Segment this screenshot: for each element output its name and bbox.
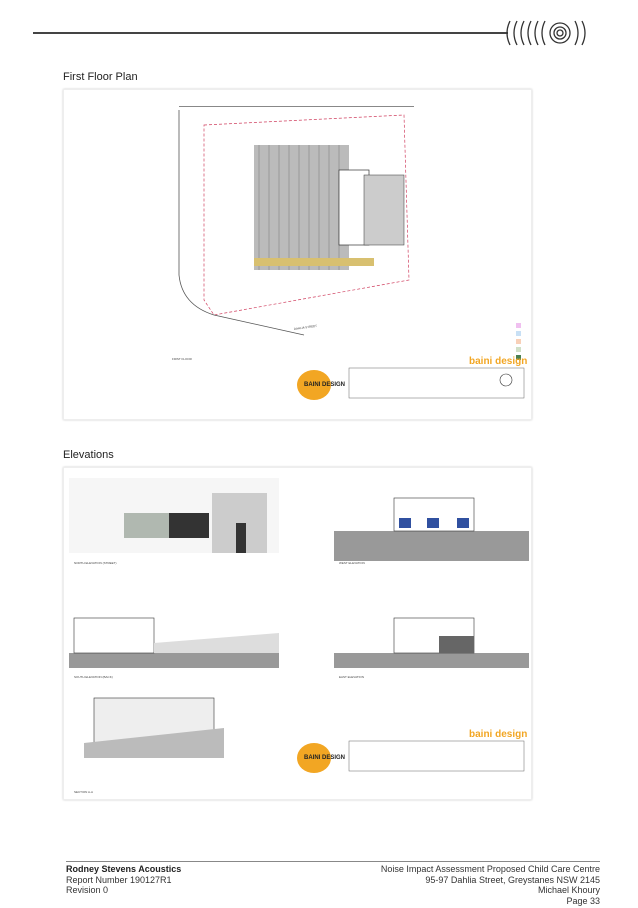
page-number: Page 33	[566, 895, 600, 906]
svg-text:NORTH ELEVATION (STREET): NORTH ELEVATION (STREET)	[74, 561, 117, 565]
svg-text:BAINI DESIGN: BAINI DESIGN	[304, 382, 345, 388]
section-aa: SECTION A-A	[74, 697, 224, 794]
svg-text:baini design: baini design	[469, 356, 527, 367]
stamp-logo	[297, 370, 331, 400]
company-logo-icon	[506, 20, 586, 46]
north-elevation: NORTH ELEVATION (STREET)	[69, 478, 279, 565]
svg-text:SECTION A-A: SECTION A-A	[74, 790, 93, 794]
report-number: Report Number 190127R1	[66, 874, 172, 885]
south-elevation: SOUTH ELEVATION (BACK)	[69, 617, 279, 679]
title-block	[348, 740, 525, 772]
west-elevation: WEST ELEVATION	[334, 497, 529, 565]
revision: Revision 0	[66, 885, 109, 895]
title-block	[348, 367, 525, 399]
footer-right: Noise Impact Assessment Proposed Child C…	[381, 864, 600, 906]
header-rule	[33, 32, 508, 34]
client-name: Michael Khoury	[537, 885, 600, 895]
figure-caption-elevations: Elevations	[63, 449, 114, 461]
project-address: 95-97 Dahlia Street, Greystanes NSW 2145	[425, 874, 600, 885]
svg-text:baini design: baini design	[469, 729, 527, 740]
footer-rule	[66, 861, 600, 862]
svg-text:WEST ELEVATION: WEST ELEVATION	[339, 561, 365, 565]
floor-plan-figure: DAHLIA STREET FIRST FLOOR BAINI DESIGN b…	[63, 89, 532, 420]
stamp-logo	[297, 743, 331, 773]
legend	[516, 323, 521, 360]
figure-caption-floor-plan: First Floor Plan	[63, 71, 138, 83]
east-elevation: EAST ELEVATION	[334, 617, 529, 679]
view-label: FIRST FLOOR	[172, 357, 193, 361]
elevations-figure: NORTH ELEVATION (STREET) WEST ELEVATION …	[63, 467, 532, 800]
project-title: Noise Impact Assessment Proposed Child C…	[380, 864, 600, 874]
svg-text:BAINI DESIGN: BAINI DESIGN	[304, 755, 345, 761]
svg-text:EAST ELEVATION: EAST ELEVATION	[339, 675, 364, 679]
svg-text:SOUTH ELEVATION (BACK): SOUTH ELEVATION (BACK)	[74, 675, 113, 679]
company-name: Rodney Stevens Acoustics	[66, 864, 182, 874]
footer-left: Rodney Stevens Acoustics Report Number 1…	[66, 864, 181, 896]
street-label: DAHLIA STREET	[294, 324, 318, 331]
